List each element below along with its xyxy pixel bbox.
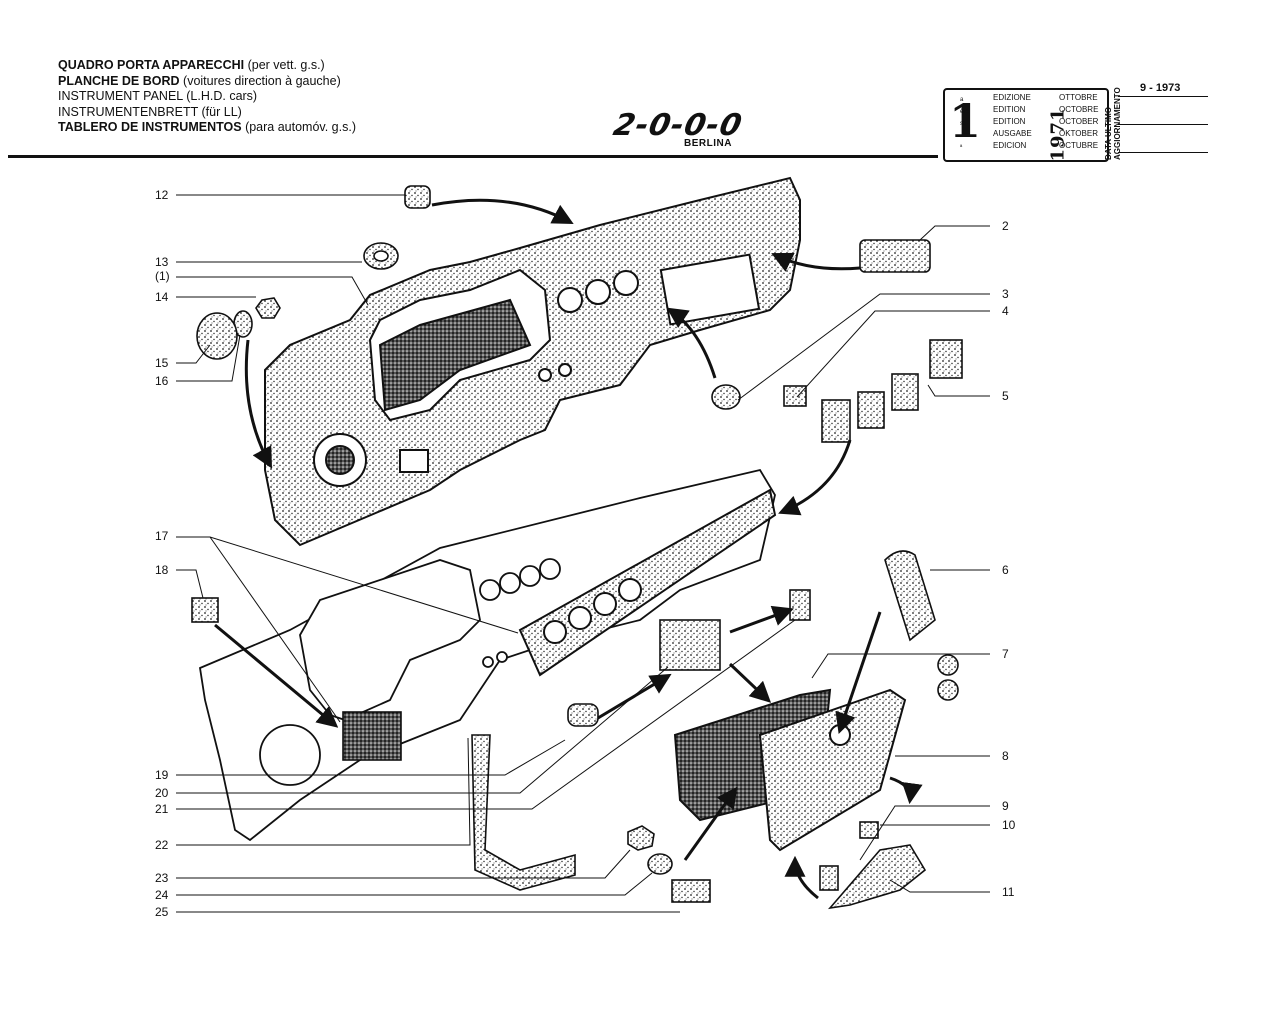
- edition-months: OTTOBRE OCTOBRE OCTOBER OKTOBER OCTUBRE: [1059, 93, 1099, 150]
- callout-14: 14: [155, 290, 169, 304]
- title-english: INSTRUMENT PANEL (L.H.D. cars): [58, 89, 258, 104]
- logo-subtitle: BERLINA: [684, 138, 732, 149]
- edition-number: 1: [949, 94, 982, 148]
- callout-21: 21: [155, 802, 169, 816]
- callout-9: 9: [1002, 799, 1009, 813]
- callout-2: 2: [1002, 219, 1009, 233]
- edition-labels: EDIZIONE EDITION EDITION AUSGABE EDICION: [993, 93, 1032, 150]
- title-german: INSTRUMENTENBRETT (für LL): [58, 104, 242, 119]
- title-french: PLANCHE DE BORD (voitures direction à ga…: [58, 73, 341, 88]
- callout-13: 13: [155, 255, 169, 269]
- callout-19: 19: [155, 768, 169, 782]
- callout-8: 8: [1002, 749, 1009, 763]
- leader-lines: [176, 194, 990, 913]
- update-line-3: [1118, 152, 1208, 153]
- callout-6: 6: [1002, 563, 1009, 577]
- small-parts: [191, 185, 963, 910]
- header-rule: [8, 155, 938, 158]
- glove-box: [673, 688, 907, 852]
- callout-18: 18: [155, 563, 169, 577]
- callout-22: 22: [155, 838, 169, 852]
- update-date: 9 - 1973: [1140, 82, 1181, 94]
- callout-15: 15: [155, 356, 169, 370]
- edition-box: 1 a ère st . ª EDIZIONE EDITION EDITION …: [943, 88, 1109, 162]
- model-logo: 2-0-0-0 BERLINA: [610, 108, 745, 149]
- callout-12: 12: [155, 188, 169, 202]
- update-line-2: [1118, 124, 1208, 125]
- title-italian: QUADRO PORTA APPARECCHI (per vett. g.s.): [58, 58, 325, 72]
- callout-10: 10: [1002, 818, 1016, 832]
- title-block: QUADRO PORTA APPARECCHI (per vett. g.s.)…: [58, 58, 356, 136]
- callout-5: 5: [1002, 389, 1009, 403]
- callout-7: 7: [1002, 647, 1009, 661]
- callout-16: 16: [155, 374, 169, 388]
- callout-20: 20: [155, 786, 169, 800]
- callout-23: 23: [155, 871, 169, 885]
- cluster-bezel: [518, 488, 777, 677]
- edition-superscripts: a ère st . ª: [960, 97, 969, 151]
- update-line-1: [1118, 96, 1208, 97]
- upper-dashboard: [264, 176, 801, 547]
- callout-17: 17: [155, 529, 169, 543]
- title-spanish: TABLERO DE INSTRUMENTOS (para automóv. g…: [58, 120, 356, 135]
- callout-11: 11: [1002, 885, 1015, 899]
- callout-3: 3: [1002, 287, 1009, 301]
- callout-24: 24: [155, 888, 169, 902]
- callout-25: 25: [155, 905, 169, 919]
- callout-1: (1): [155, 269, 170, 283]
- callout-4: 4: [1002, 304, 1009, 318]
